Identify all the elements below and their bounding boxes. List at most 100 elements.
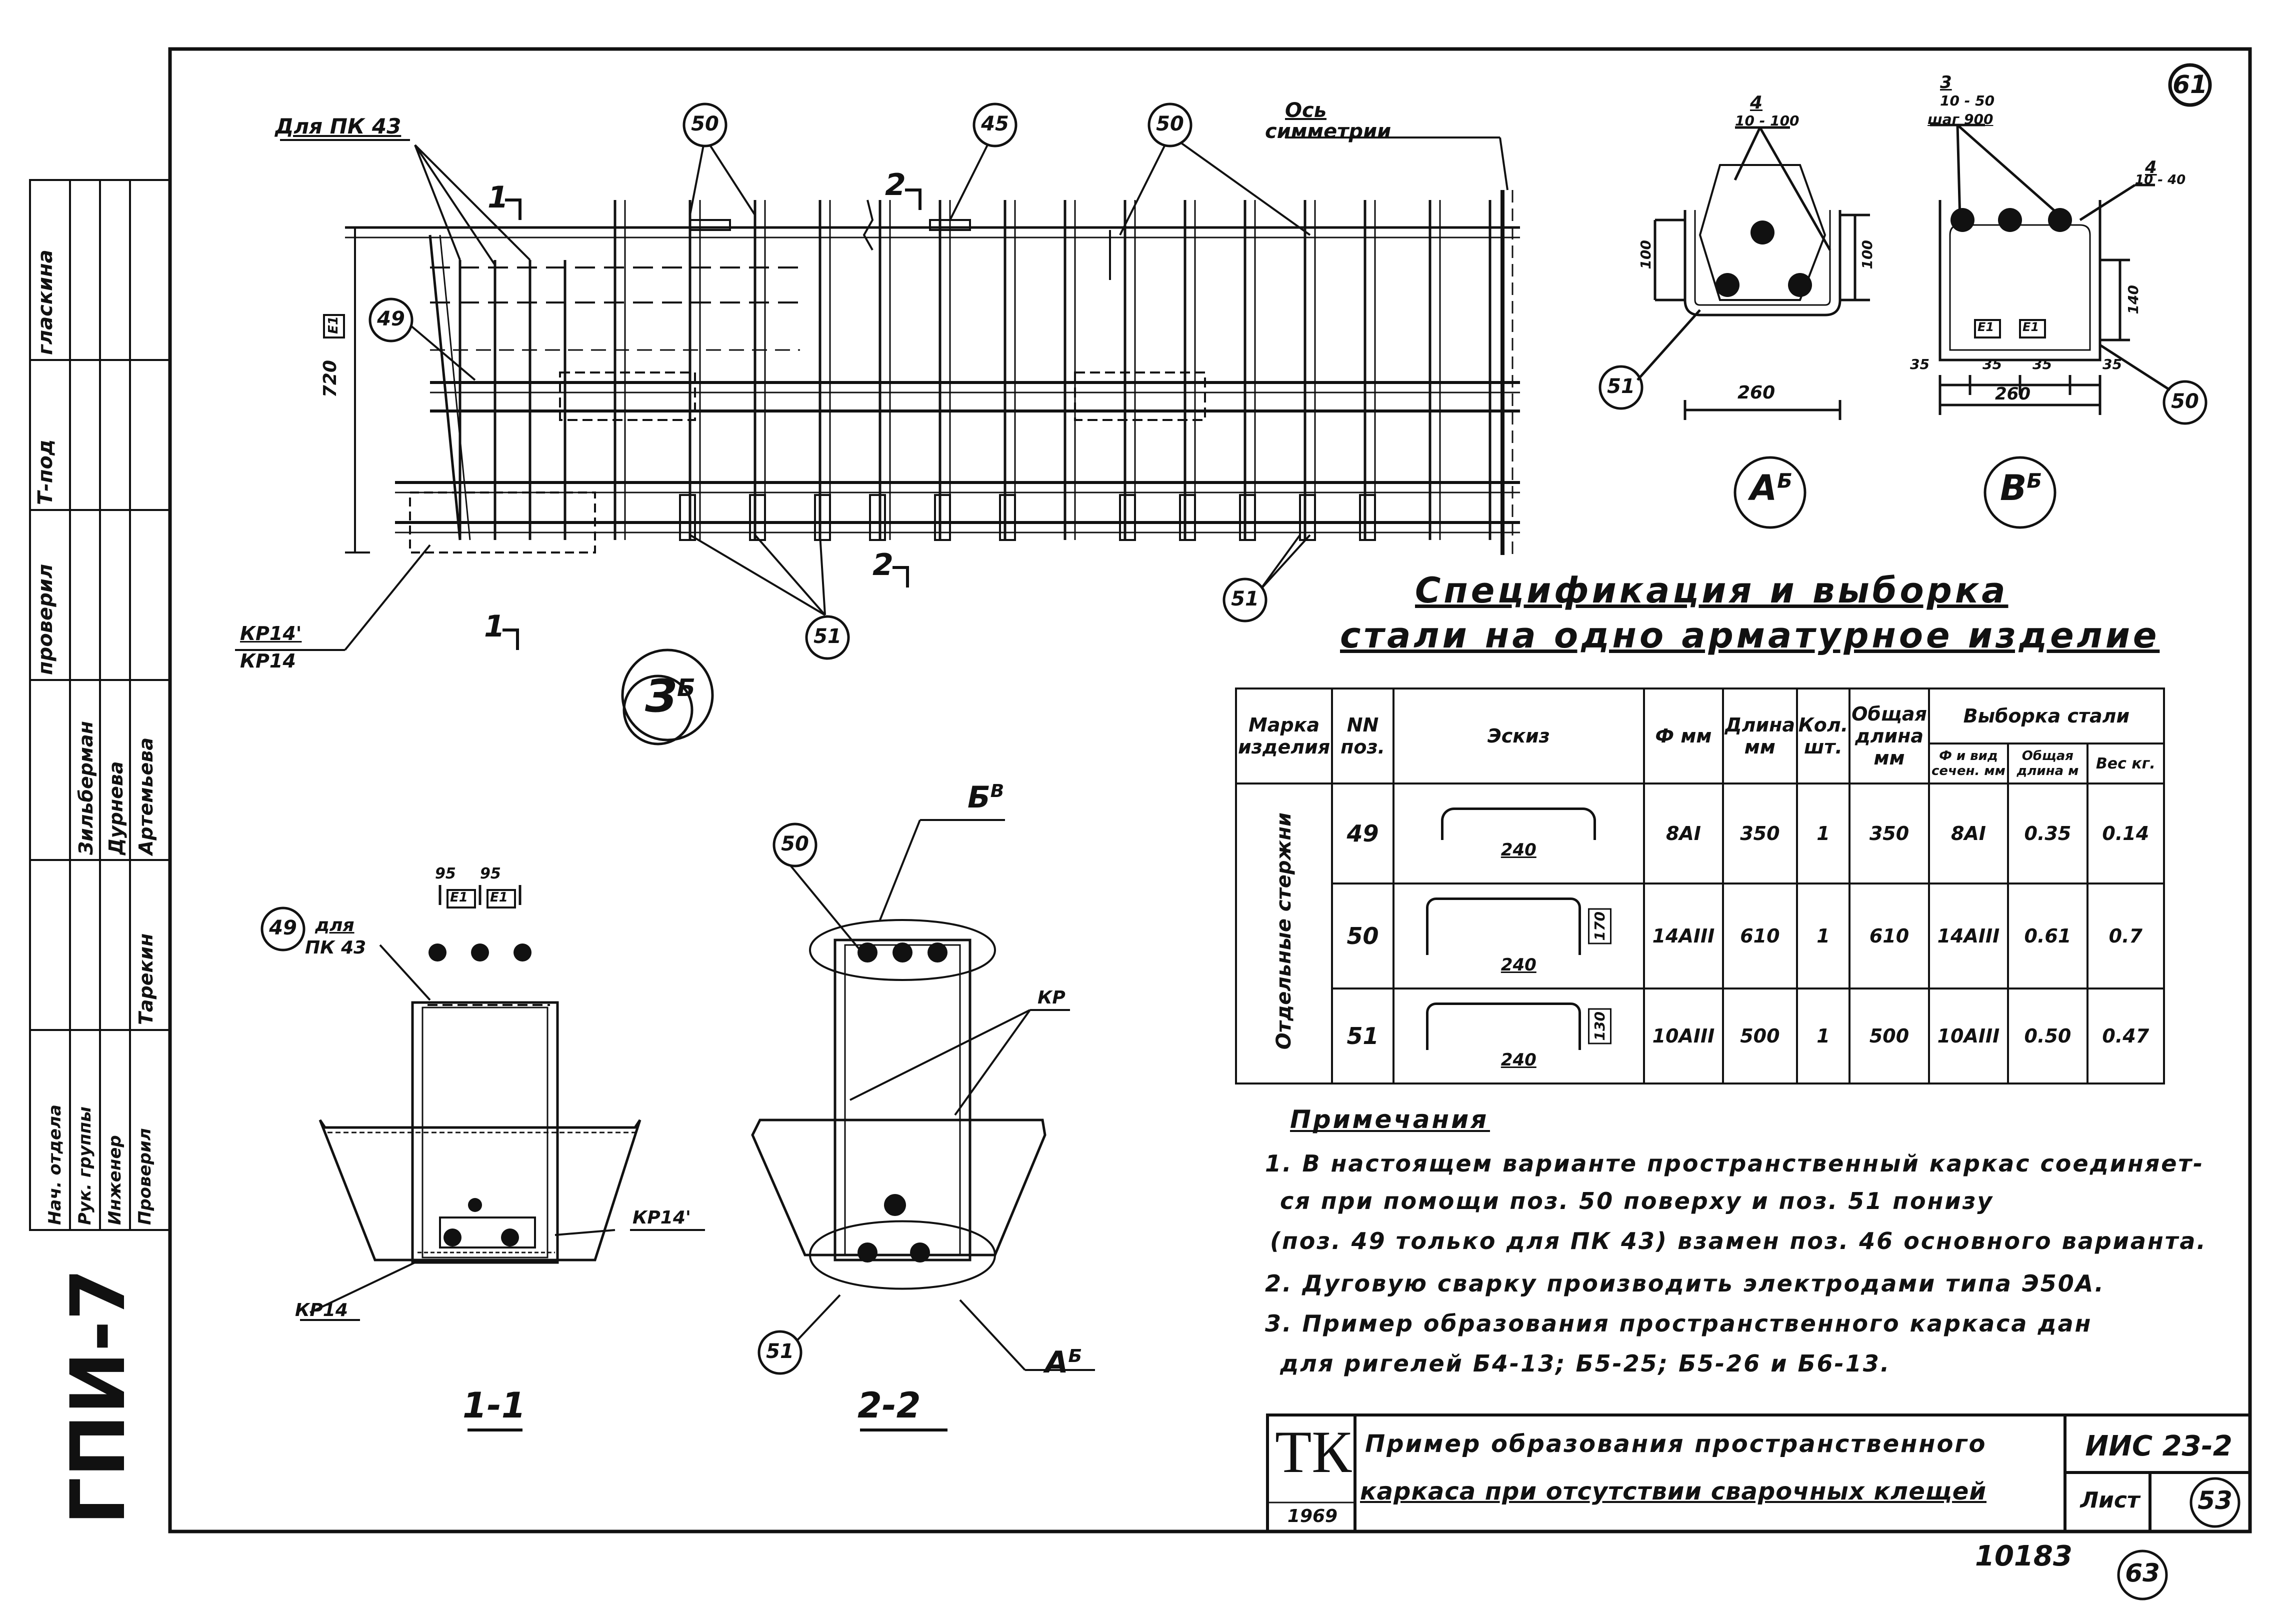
title-list-label: Лист: [2080, 1488, 2140, 1513]
doc-code-bottom: 10183: [1975, 1540, 2072, 1572]
section-markers: [502, 188, 922, 650]
stamp-role-4: Проверил: [135, 1128, 155, 1225]
dim-95-a: 95: [435, 865, 456, 882]
page-number-bottom: 63: [2125, 1558, 2160, 1588]
section-1-1-bars: [428, 944, 532, 1246]
label-dla-pk43-top: Для ПК 43: [275, 114, 402, 138]
title-line-1: Пример образования пространственного: [1365, 1430, 1987, 1458]
spec-pos-49: 49: [1331, 782, 1394, 884]
label-pk43: ПК 43: [305, 938, 366, 958]
spec-vdiam-50: 14AIII: [1928, 882, 2010, 990]
spec-vtotal-50: 0.61: [2007, 882, 2088, 990]
callout-51-node-a: 51: [1607, 375, 1635, 398]
spec-total-50: 610: [1848, 882, 1930, 990]
spec-total-51: 500: [1848, 988, 1930, 1084]
spec-header-row-2: Ф и вид сечен. мм Общая длина м Вес кг.: [1236, 742, 2166, 784]
spec-group-label: Отдельные стержни: [1272, 812, 1296, 1050]
label-kp14prime-top: КР14': [240, 622, 302, 644]
node-b-drawing: [1930, 124, 2171, 415]
node-b-mark: БВ: [968, 780, 1004, 815]
sketch-49-dim: 240: [1500, 840, 1536, 860]
title-list-no: 53: [2198, 1486, 2232, 1515]
hdr-v-obsh: Общая длина м: [2007, 742, 2088, 784]
note-line-6: для ригелей Б4-13; Б5-25; Б5-26 и Б6-13.: [1280, 1350, 1891, 1377]
sketch-51-shape: [1426, 1002, 1581, 1050]
dim-100-a: 100: [1638, 240, 1654, 270]
sketch-51-dim: 240: [1500, 1050, 1536, 1070]
node-b-title: ВБ: [2000, 468, 2042, 508]
left-stamp-grid: [29, 179, 171, 1231]
weld-a-top: 4: [1750, 92, 1763, 113]
section-2-2-drawing: [751, 819, 1095, 1432]
sketch-50-shape: [1426, 897, 1581, 955]
callout-45: 45: [981, 112, 1009, 136]
dim-e1-node-b-b: Е1: [2022, 320, 2040, 334]
org-name-vertical: ГПИ-7: [55, 1268, 142, 1525]
spec-pos-50: 50: [1331, 882, 1394, 990]
node-b-bars: [1950, 208, 2072, 232]
stamp-cell-5: Дурнева: [105, 761, 127, 855]
page-no-circle: [2117, 1550, 2168, 1600]
hdr-v-diam: Ф и вид сечен. мм: [1928, 742, 2010, 784]
hdr-v-ves: Вес кг.: [2086, 742, 2166, 784]
spec-header-row-1: Марка изделия NN поз. Эскиз Ф мм Длина м…: [1234, 688, 2166, 784]
dim-95-b: 95: [480, 865, 501, 882]
node-a-bars: [1716, 220, 1812, 297]
note-line-4: 2. Дуговую сварку производить электродам…: [1265, 1270, 2105, 1297]
note-line-5: 3. Пример образования пространственного …: [1265, 1310, 2092, 1337]
hdr-marka: Марка изделия: [1234, 688, 1334, 784]
dim-e1-b: Е1: [490, 890, 508, 905]
title-code: ИИС 23-2: [2085, 1430, 2232, 1462]
spec-len-49: 350: [1722, 782, 1798, 884]
weld-b-top: 3: [1940, 72, 1952, 92]
sketch-50-dim: 240: [1500, 954, 1536, 975]
spec-diam-49: 8AI: [1642, 782, 1724, 884]
hdr-kol: Кол. шт.: [1796, 688, 1851, 784]
list-no-circle: [2190, 1477, 2240, 1528]
label-kp14prime-sec11: КР14': [632, 1208, 691, 1228]
callout-49-sec11: 49: [269, 916, 297, 940]
hdr-dlina: Длина мм: [1722, 688, 1798, 784]
spec-weight-49: 0.14: [2086, 782, 2166, 884]
stamp-cell-3: проверил: [34, 564, 57, 675]
callout-50-a: 50: [691, 112, 719, 136]
spec-title-line2: стали на одно арматурное изделие: [1340, 615, 2160, 656]
spec-len-51: 500: [1722, 988, 1798, 1084]
dim-35-c: 35: [2032, 356, 2052, 372]
section-mark-1-bottom: 1: [484, 609, 505, 644]
dim-35-b: 35: [1982, 356, 2002, 372]
dim-100-b: 100: [1859, 240, 1876, 270]
spec-vdiam-49: 8AI: [1928, 782, 2010, 884]
stamp-role-2: Рук. группы: [75, 1106, 95, 1225]
sketch-50-h: 170: [1588, 908, 1612, 944]
node-a-mark: АБ: [1045, 1345, 1082, 1380]
weld-b2-top: 4: [2145, 158, 2157, 178]
spec-vtotal-49: 0.35: [2007, 782, 2088, 884]
spec-row-49: Отдельные стержни 49 240 8AI 350 1 350 8…: [1234, 782, 2166, 1084]
spec-vtotal-51: 0.50: [2007, 988, 2088, 1084]
section-1-1-title: 1-1: [462, 1385, 526, 1426]
spec-diam-51: 10AIII: [1642, 988, 1724, 1084]
dim-e1-elevation: Е1: [326, 316, 341, 334]
callout-49: 49: [377, 308, 405, 330]
spec-sketch-50: 170 240: [1392, 882, 1645, 990]
spec-pos-51: 51: [1331, 988, 1394, 1084]
sketch-49-shape: [1441, 807, 1596, 840]
dim-35-a: 35: [1910, 356, 1930, 372]
spec-len-50: 610: [1722, 882, 1798, 990]
spec-row-50: 50 170 240 14AIII 610 1 610 14AIII 0.61 …: [1236, 882, 2166, 990]
note-line-1: 1. В настоящем варианте пространственный…: [1265, 1150, 2204, 1177]
leader-lines: [235, 130, 1508, 651]
note-line-3: (поз. 49 только для ПК 43) взамен поз. 4…: [1270, 1228, 2207, 1254]
node-a-title: АБ: [1750, 468, 1792, 508]
sketch-51-h: 130: [1588, 1008, 1612, 1044]
spec-qty-51: 1: [1796, 988, 1851, 1084]
callout-51-sec22: 51: [766, 1340, 794, 1363]
spec-vdiam-51: 10AIII: [1928, 988, 2010, 1084]
node-a-drawing: [1636, 126, 1870, 420]
dim-35-d: 35: [2102, 356, 2122, 372]
sheet-number: 61: [2172, 70, 2208, 99]
dim-e1-node-b-a: Е1: [1978, 320, 1994, 334]
spec-qty-49: 1: [1796, 782, 1851, 884]
